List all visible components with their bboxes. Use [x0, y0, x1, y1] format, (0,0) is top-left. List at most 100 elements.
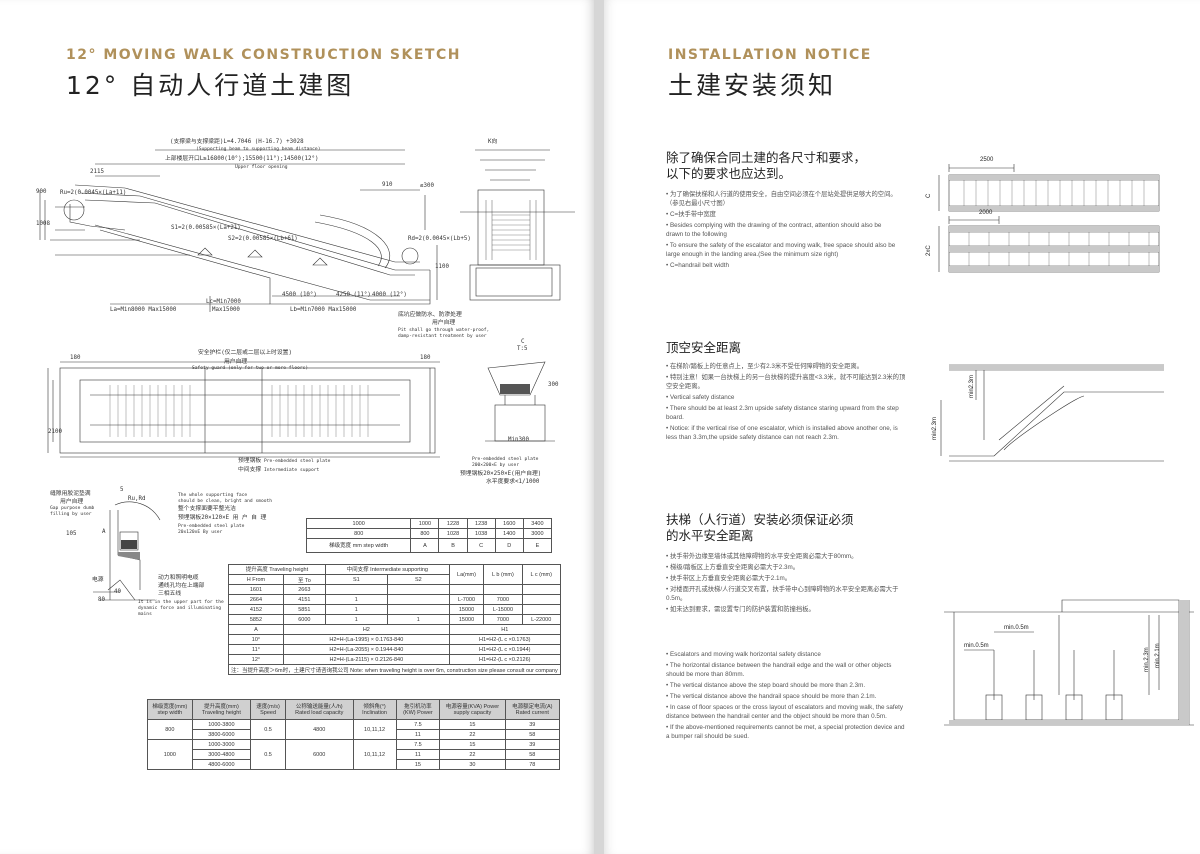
cell: 7.5: [395, 719, 441, 730]
sec1-bullets: 为了确保扶梯和人行道的使用安全，自由空间必须在个层站处提供足够大的空间。（参见右…: [666, 190, 898, 272]
dim-4500: 4500 (10°): [282, 292, 317, 298]
headroom-dim-1: min2.3m: [969, 374, 975, 398]
list-item: The horizontal distance between the hand…: [666, 661, 906, 679]
height-table: 提升高度 Traveling height 中间支撑 Intermediate …: [228, 564, 561, 675]
cell: 1: [324, 614, 388, 625]
sec1-title-line2: 以下的要求也应达到。: [666, 166, 792, 181]
cell: 电源额定电流(A) Rated current: [504, 699, 561, 720]
plate2-size: 200×200×E by user: [472, 463, 520, 468]
cell: 15: [439, 719, 506, 730]
power-en-3: mains: [138, 612, 152, 617]
cell: 58: [504, 749, 561, 760]
list-item: C=扶手带中宽度: [666, 210, 898, 219]
cell: H2: [282, 624, 450, 635]
plate1-en: Pre-embedded steel plate: [264, 459, 331, 464]
face-en-1: The whole supporting face: [178, 493, 248, 498]
cell: 1000: [147, 739, 193, 770]
dim-c: C: [926, 193, 932, 198]
list-item: 特别注意！如果一台扶梯上的另一台扶梯的提升高度<3.3米，就不可能达到2.3米的…: [666, 373, 906, 391]
cell: 7.5: [395, 739, 441, 750]
sec3-title: 扶梯（人行道）安装必须保证必须 的水平安全距离: [666, 512, 854, 544]
opening-en: Upper floor opening: [235, 165, 288, 170]
gap-user: 用户自理: [60, 499, 84, 505]
dim-2115: 2115: [90, 169, 104, 175]
sec1-title-line1: 除了确保合同土建的各尺寸和要求，: [666, 150, 867, 165]
hsafe-dim-05-b: min.0.5m: [964, 643, 989, 649]
cell: 5852: [228, 614, 284, 625]
power-label: 电源: [92, 577, 104, 583]
pit-user: 用户自理: [432, 320, 456, 326]
cell: 7000: [483, 614, 523, 625]
list-item: 如未达到要求，需设置专门的防护装置和防撞挡板。: [666, 605, 911, 614]
dim-2100: 2100: [48, 429, 62, 435]
gap-label: 缝隙用胶泥垫满: [50, 491, 91, 497]
power-cn-1: 动力和照明电缆: [158, 575, 199, 581]
list-item: 为了确保扶梯和人行道的使用安全，自由空间必须在个层站处提供足够大的空间。（参见右…: [666, 190, 898, 208]
sec3-bullets-en: Escalators and moving walk horizontal sa…: [666, 650, 906, 743]
guard-label: 安全护栏(仅二层或二层以上时设置): [198, 350, 292, 356]
guard-en: Safety guard (only for two or more floor…: [192, 366, 309, 371]
plate3-label: 预埋钢板20×250×E(用户自理): [460, 471, 542, 477]
dim-4250: 4250 (11°): [336, 292, 371, 298]
table-note: 注：当提升高度＞6m时，土建尺寸请咨询我公司 Note: when travel…: [228, 664, 561, 675]
plate4-label: 预埋钢板20×120×E 用 户 自 理: [178, 515, 267, 521]
rurd-label: Ru,Rd: [128, 496, 146, 502]
cell: 15000: [448, 604, 485, 615]
cell: 6000: [284, 739, 354, 770]
cell: H1=H2-(L c ×0.2126): [448, 654, 561, 665]
dim-40: 40: [114, 589, 121, 595]
sec3-title-line1: 扶梯（人行道）安装必须保证必须: [666, 512, 854, 527]
cell: A: [410, 538, 440, 553]
cell: 15000: [448, 614, 485, 625]
cell: 0.5: [250, 739, 286, 770]
cell: H1: [448, 624, 561, 635]
cell: 15: [395, 759, 441, 770]
cell: 1601: [228, 584, 284, 595]
cell: 速度(m/s) Speed: [250, 699, 286, 720]
list-item: Escalators and moving walk horizontal sa…: [666, 650, 906, 659]
gap-en-2: filling by user: [50, 512, 92, 517]
sec1-title: 除了确保合同土建的各尺寸和要求， 以下的要求也应达到。: [666, 150, 866, 182]
list-item: 梯级/踏板区上方垂直安全距离必需大于2.3m。: [666, 563, 911, 572]
cell: 7000: [483, 594, 523, 605]
list-item: The vertical distance above the step boa…: [666, 681, 906, 690]
cell: 1400: [494, 528, 524, 539]
guard-user: 用户自理: [224, 359, 248, 365]
cell: 提升高度 Traveling height: [228, 564, 326, 575]
list-item: Besides complying with the drawing of th…: [666, 221, 898, 239]
plate4-en-1: Pre-embedded steel plate: [178, 524, 245, 529]
a-label: A: [102, 529, 106, 535]
cell: 1600: [494, 518, 524, 529]
dim-300-b: 300: [548, 382, 559, 388]
cell: 1000-3800: [191, 719, 252, 730]
cell: 30: [439, 759, 506, 770]
cell: 15: [439, 739, 506, 750]
plate2-label: Pre-embedded steel plate: [472, 457, 539, 462]
dim-900: 900: [36, 189, 47, 195]
cell: H1=H2-(L c ×0.1763): [448, 634, 561, 645]
cell: S1: [324, 574, 388, 585]
list-item: Vertical safety distance: [666, 393, 906, 402]
la-label: La=Min8000 Max15000: [110, 307, 177, 313]
pit-en-1: Pit shall go through water-proof,: [398, 328, 490, 333]
cell: 3000: [522, 528, 553, 539]
cell: H1=H2-(L c ×0.1944): [448, 644, 561, 655]
cell: 梯级宽度 mm step width: [305, 538, 412, 553]
lc-max: Max15000: [212, 307, 240, 313]
plate4-en-2: 20x120xE By user: [178, 530, 223, 535]
cell: 中间支撑 Intermediate supporting: [324, 564, 450, 575]
k-view-label: K向: [488, 139, 498, 145]
list-item: To ensure the safety of the escalator an…: [666, 241, 898, 259]
mid-support-label: 中间支撑: [238, 467, 262, 473]
level-label: 水平度要求<1/1000: [486, 479, 540, 485]
cell: 梯级宽度(mm) step width: [147, 699, 193, 720]
cell: 10,11,12: [352, 739, 397, 770]
table-row: 4800-6000 15 30 78: [148, 759, 561, 770]
table-row: 1000 1000-3000 0.5 6000 10,11,12 7.5 15 …: [147, 739, 561, 770]
cell: 1228: [438, 518, 468, 529]
installation-diagrams: [938, 164, 1194, 726]
cell: 至 To: [282, 574, 326, 585]
right-heading-en: INSTALLATION NOTICE: [668, 47, 872, 63]
